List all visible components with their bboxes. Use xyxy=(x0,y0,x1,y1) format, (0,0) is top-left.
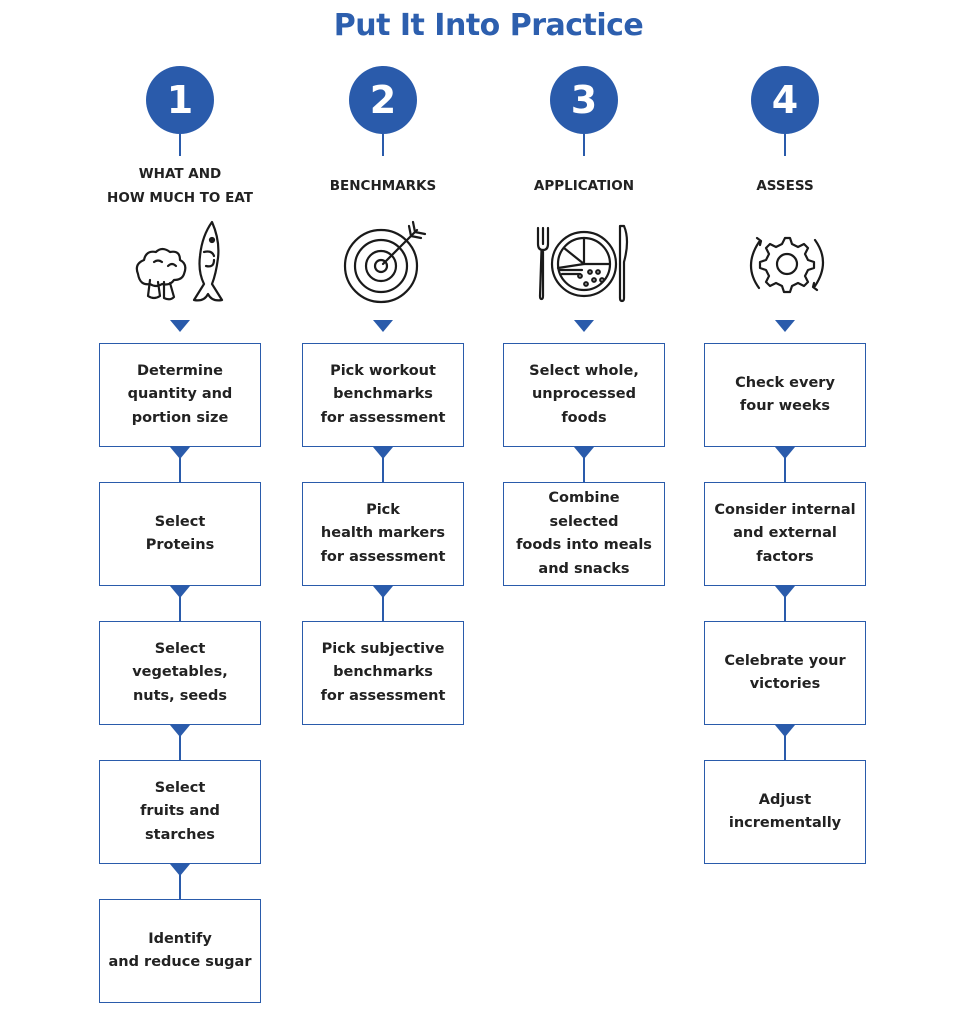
flow-arrow xyxy=(775,320,795,332)
step-box: Celebrate your victories xyxy=(704,621,866,725)
plate-fork-knife-icon xyxy=(536,224,629,303)
connector-line xyxy=(784,596,786,621)
connector-line xyxy=(382,134,384,156)
connector-line xyxy=(179,596,181,621)
connector-line xyxy=(784,735,786,760)
step-box: Select fruits and starches xyxy=(99,760,261,864)
step-box: Pick subjective benchmarks for assessmen… xyxy=(302,621,464,725)
step-box: Select Proteins xyxy=(99,482,261,586)
connector-line xyxy=(179,735,181,760)
flow-arrow xyxy=(170,864,190,876)
flow-arrow xyxy=(170,725,190,737)
step-heading: BENCHMARKS xyxy=(329,178,437,194)
step-heading: WHAT AND HOW MUCH TO EAT xyxy=(107,166,253,206)
step-box: Check every four weeks xyxy=(704,343,866,447)
target-arrow-icon xyxy=(343,220,427,304)
flow-arrow xyxy=(170,586,190,598)
step-number-badge: 1 xyxy=(146,66,214,134)
page-title: Put It Into Practice xyxy=(333,8,644,43)
connector-line xyxy=(179,874,181,899)
flow-arrow xyxy=(373,447,393,459)
step-box: Pick health markers for assessment xyxy=(302,482,464,586)
connector-line xyxy=(382,596,384,621)
connector-line xyxy=(382,457,384,482)
flow-arrow xyxy=(170,447,190,459)
step-number-badge: 2 xyxy=(349,66,417,134)
flow-arrow xyxy=(574,447,594,459)
step-number-badge: 4 xyxy=(751,66,819,134)
flow-arrow xyxy=(373,586,393,598)
step-box: Pick workout benchmarks for assessment xyxy=(302,343,464,447)
flow-arrow xyxy=(775,725,795,737)
connector-line xyxy=(583,134,585,156)
step-heading: ASSESS xyxy=(756,178,814,194)
gear-cycle-icon xyxy=(749,236,825,294)
flow-arrow xyxy=(170,320,190,332)
flow-arrow xyxy=(574,320,594,332)
step-box: Determine quantity and portion size xyxy=(99,343,261,447)
step-box: Adjust incrementally xyxy=(704,760,866,864)
flow-arrow xyxy=(775,586,795,598)
step-box: Consider internal and external factors xyxy=(704,482,866,586)
step-box: Select vegetables, nuts, seeds xyxy=(99,621,261,725)
step-box: Select whole, unprocessed foods xyxy=(503,343,665,447)
step-box: Combine selected foods into meals and sn… xyxy=(503,482,665,586)
flow-arrow xyxy=(775,447,795,459)
connector-line xyxy=(784,457,786,482)
connector-line xyxy=(583,457,585,482)
connector-line xyxy=(179,457,181,482)
connector-line xyxy=(784,134,786,156)
broccoli-and-fish-icon xyxy=(135,220,224,302)
step-box: Identify and reduce sugar xyxy=(99,899,261,1003)
step-heading: APPLICATION xyxy=(533,178,635,194)
step-number-badge: 3 xyxy=(550,66,618,134)
flow-arrow xyxy=(373,320,393,332)
connector-line xyxy=(179,134,181,156)
